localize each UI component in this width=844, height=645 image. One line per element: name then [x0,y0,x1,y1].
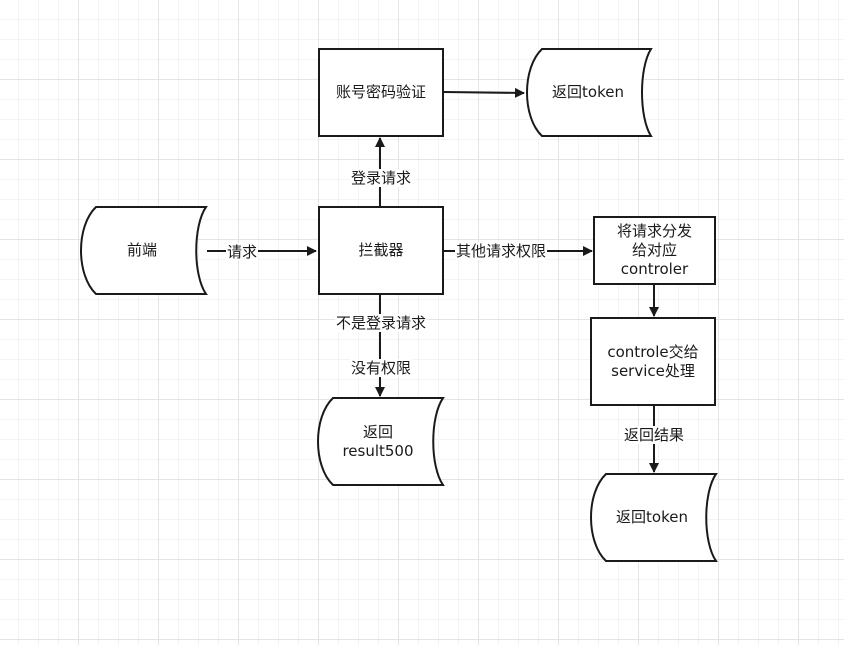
edge-label-not-login-request: 不是登录请求 [334,314,428,332]
return-token-bottom-shape[interactable] [590,473,718,562]
edge-credential-token [443,87,525,98]
credential-check-label: 账号密码验证 [335,83,426,101]
interceptor-node[interactable]: 拦截器 [318,206,444,295]
return-token-top-node[interactable]: 返回token [528,49,648,136]
frontend-node[interactable]: 前端 [82,207,202,294]
return-token-bottom-label: 返回token [616,508,688,526]
credential-check-node[interactable]: 账号密码验证 [318,48,444,137]
dispatch-node[interactable]: 将请求分发 给对应 controler [593,216,716,285]
return-token-bottom-node[interactable]: 返回token [592,474,712,561]
edge-label-return-result: 返回结果 [622,426,686,444]
return-token-top-shape[interactable] [526,48,653,137]
controller-service-node[interactable]: controle交给 service处理 [590,317,716,406]
frontend-label: 前端 [126,241,157,259]
dispatch-label: 将请求分发 给对应 controler [616,222,692,278]
return-result500-label: 返回 result500 [342,422,414,460]
interceptor-label: 拦截器 [358,241,404,259]
return-result500-node[interactable]: 返回 result500 [318,398,438,485]
controller-service-label: controle交给 service处理 [607,342,699,380]
frontend-shape[interactable] [80,206,208,295]
edge-label-other-permission: 其他请求权限 [454,242,548,260]
return-token-top-label: 返回token [552,83,624,101]
edge-label-request: 请求 [225,243,259,261]
edge-label-login-request: 登录请求 [349,169,413,187]
return-result500-shape[interactable] [317,397,445,486]
edge-label-no-permission: 没有权限 [349,359,413,377]
